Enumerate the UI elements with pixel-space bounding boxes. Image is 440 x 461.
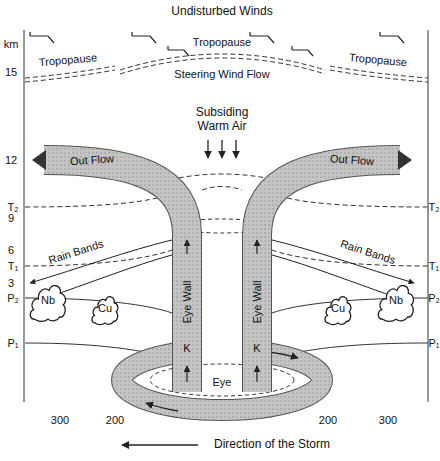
distance-number: 200 <box>106 414 124 427</box>
frame-line <box>24 30 25 402</box>
flow-label: Steering Wind Flow <box>174 68 269 81</box>
subsidence-arrows <box>208 140 236 158</box>
axis-unit: km <box>4 38 19 51</box>
distance-number: 300 <box>51 414 69 427</box>
swirl-arrow <box>146 403 178 411</box>
swirl-arrow <box>268 352 298 358</box>
isobar-label: P₂ <box>428 292 440 305</box>
cloud-label: Nb <box>377 277 415 323</box>
wind-barb <box>132 32 156 43</box>
eye-column <box>202 222 242 362</box>
updraft-arrow <box>186 240 187 254</box>
outflow-band <box>44 160 187 392</box>
tropopause-line <box>25 70 115 82</box>
axis-number: 12 <box>5 154 17 167</box>
isobar-label: P₂ <box>7 292 19 305</box>
isobar-label: P₁ <box>428 337 439 350</box>
layer-label: Tropopause <box>193 36 251 49</box>
direction-arrow <box>122 444 198 445</box>
wind-barb <box>250 32 274 43</box>
subsidence-arrow <box>221 140 222 158</box>
wall-label: Eye Wall <box>181 281 194 324</box>
subsidence-arrow <box>235 140 236 158</box>
layer-label: Tropopause <box>38 51 97 69</box>
point-label: K <box>183 342 190 355</box>
layer-label: Tropopause <box>348 51 407 69</box>
isotherm-line <box>272 193 428 207</box>
subsidence-arrow <box>207 140 208 158</box>
isotherm-label: T₁ <box>8 260 18 273</box>
band-outline <box>257 160 400 392</box>
wind-barb <box>380 32 404 43</box>
cloud-label: Cu <box>324 290 352 326</box>
axis-number: 3 <box>8 277 14 290</box>
frame-line <box>428 30 429 402</box>
cloud-node: Cu <box>324 290 352 326</box>
point-label: K <box>253 342 260 355</box>
isotherm-line <box>25 250 172 266</box>
isotherm-line <box>202 187 242 191</box>
isotherm-label: T₂ <box>429 201 440 214</box>
updraft-arrow <box>256 366 257 382</box>
tropopause-line <box>330 66 428 78</box>
updraft-arrows <box>187 240 257 382</box>
cloud-label: Cu <box>91 290 119 326</box>
outflow-band <box>257 160 400 392</box>
wind-barb <box>30 32 54 43</box>
direction-label: Direction of the Storm <box>214 438 330 452</box>
axis-number: 15 <box>5 66 17 79</box>
isotherm-line <box>25 193 172 207</box>
outflow-arrow <box>398 150 412 170</box>
cloud-label: Nb <box>29 277 67 323</box>
wall-label: Eye Wall <box>251 281 264 324</box>
outflow-arrow <box>32 150 46 170</box>
cloud-node: Nb <box>377 277 415 323</box>
updraft-arrow <box>186 366 187 382</box>
eye-label: Eye <box>213 376 232 389</box>
distance-number: 300 <box>379 414 397 427</box>
axis-number: 9 <box>8 212 14 225</box>
axis-number: 6 <box>8 244 14 257</box>
wind-barb <box>168 46 189 56</box>
cloud-node: Cu <box>91 290 119 326</box>
swirl-inner <box>150 364 294 396</box>
wind-barb <box>292 46 313 56</box>
isotherm-label: T₂ <box>8 201 19 214</box>
band-outline <box>44 160 187 392</box>
flow-label: Subsiding Warm Air <box>187 106 257 134</box>
heading-label: Undisturbed Winds <box>171 5 272 19</box>
isobar-label: P₁ <box>7 337 18 350</box>
cloud-node: Nb <box>29 277 67 323</box>
distance-number: 200 <box>319 414 337 427</box>
tropopause-line <box>120 54 325 70</box>
tropopause-line <box>330 70 428 82</box>
updraft-arrow <box>256 240 257 254</box>
isotherm-label: T₁ <box>429 260 439 273</box>
